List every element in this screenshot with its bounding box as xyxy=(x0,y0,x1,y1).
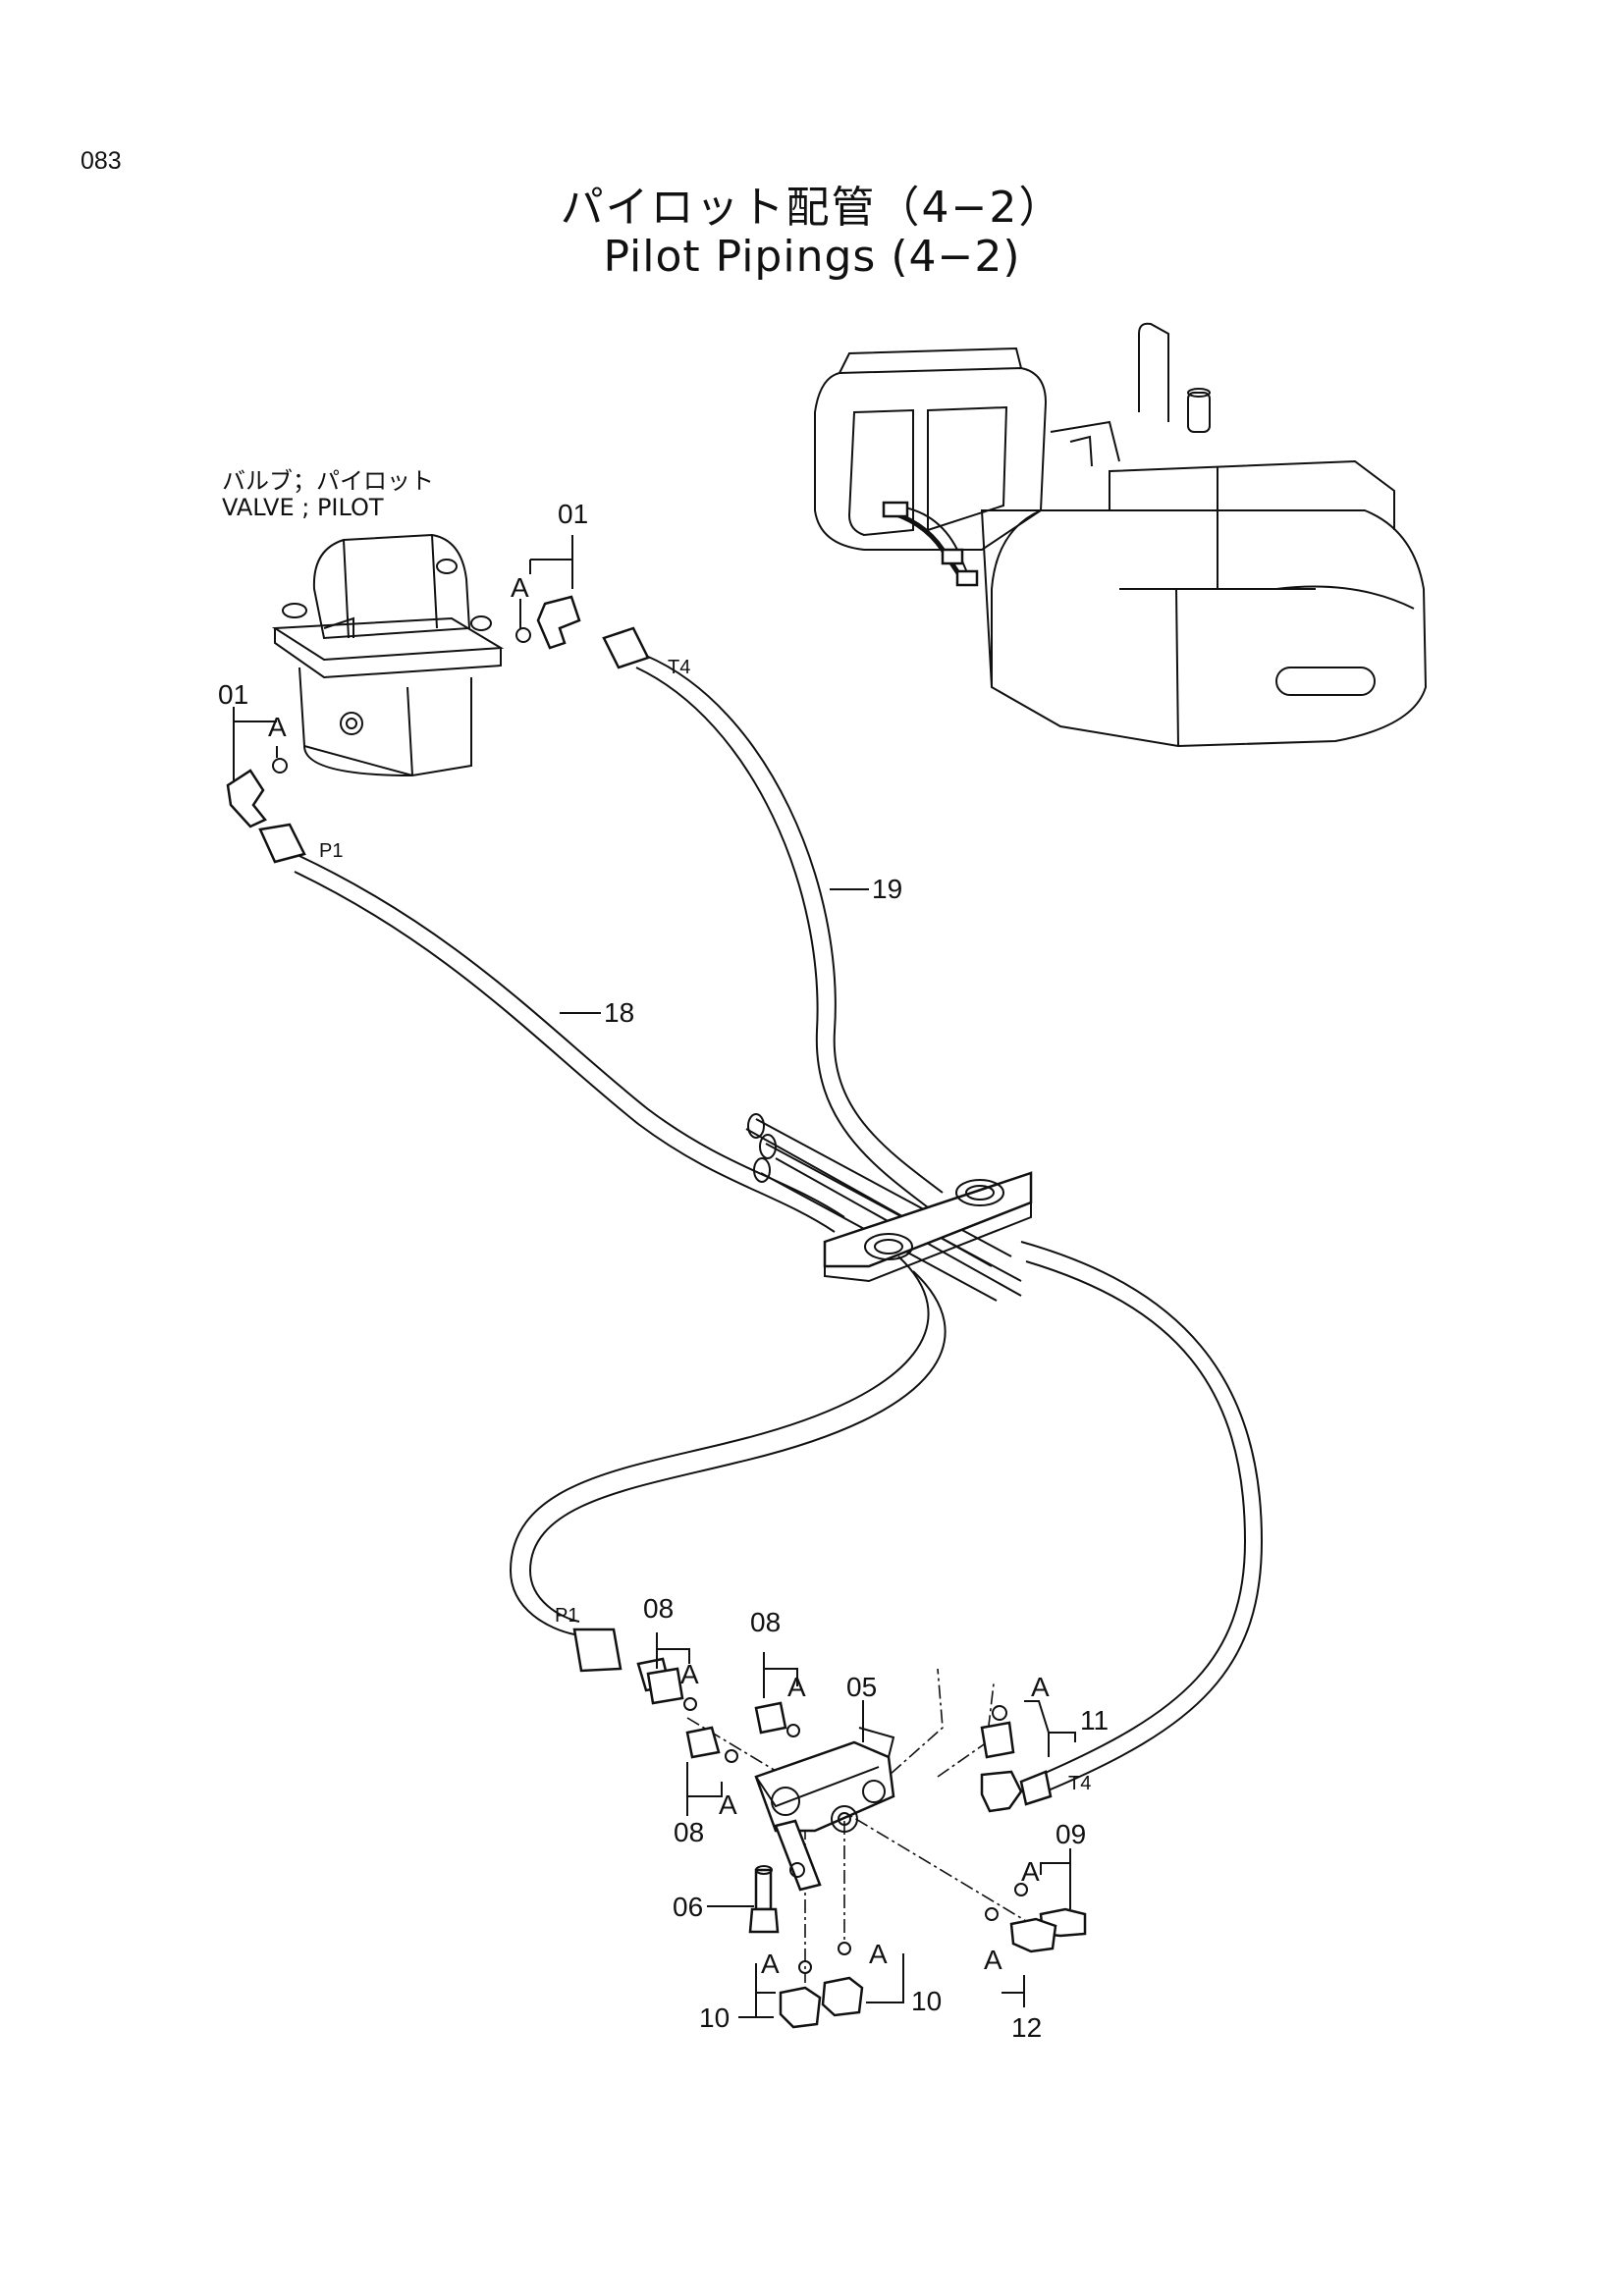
callout-12: 12 xyxy=(1011,2012,1042,2043)
fittings-top xyxy=(226,595,650,864)
callout-10-left: 10 xyxy=(699,2002,730,2033)
callout-a-09: A xyxy=(1021,1856,1040,1887)
callout-19: 19 xyxy=(872,874,902,904)
hoses xyxy=(294,655,1264,1792)
callout-06: 06 xyxy=(673,1892,703,1922)
callout-a-10-right: A xyxy=(869,1939,888,1969)
callout-11: 11 xyxy=(1080,1705,1109,1735)
valve-label-english: VALVE ; PILOT xyxy=(222,494,384,521)
shuttle-valve-assembly xyxy=(572,1628,1087,2029)
callout-a-12: A xyxy=(984,1945,1002,1975)
callout-01-top: 01 xyxy=(558,499,588,529)
excavator-overview xyxy=(814,322,1428,748)
callout-08-c: 08 xyxy=(674,1817,704,1847)
callout-08-a: 08 xyxy=(643,1593,674,1624)
callout-01-left: 01 xyxy=(218,679,248,710)
callout-labels: 01 A T4 01 A P1 19 18 P1 08 A 08 A 05 A … xyxy=(218,499,1109,2043)
valve-label-japanese: バルブ；パイロット xyxy=(222,467,434,495)
callout-p1-bottom: P1 xyxy=(555,1605,578,1627)
callout-a-08c: A xyxy=(719,1789,737,1820)
callout-a-08a: A xyxy=(680,1659,699,1689)
callout-a-10-left: A xyxy=(761,1949,780,1979)
callout-t4-bottom: T4 xyxy=(1068,1773,1091,1794)
pilot-valve xyxy=(271,533,505,777)
leader-lines xyxy=(233,535,1076,2018)
callout-09: 09 xyxy=(1056,1819,1086,1849)
callout-08-b: 08 xyxy=(750,1607,781,1637)
callout-a-left: A xyxy=(268,712,287,742)
callout-10-right: 10 xyxy=(911,1986,942,2016)
callout-05: 05 xyxy=(846,1672,877,1702)
callout-18: 18 xyxy=(604,997,634,1028)
hose-clamp-bundle xyxy=(745,1113,1033,1302)
callout-a-top: A xyxy=(511,572,529,603)
page-title-japanese: パイロット配管（4−2） xyxy=(560,183,1064,233)
page-title-english: Pilot Pipings (4−2) xyxy=(603,232,1021,282)
page-number: 083 xyxy=(81,147,122,175)
callout-a-11: A xyxy=(1031,1672,1050,1702)
callout-a-08b: A xyxy=(787,1672,806,1702)
callout-t4-top: T4 xyxy=(668,657,690,678)
callout-p1-top: P1 xyxy=(319,840,343,862)
